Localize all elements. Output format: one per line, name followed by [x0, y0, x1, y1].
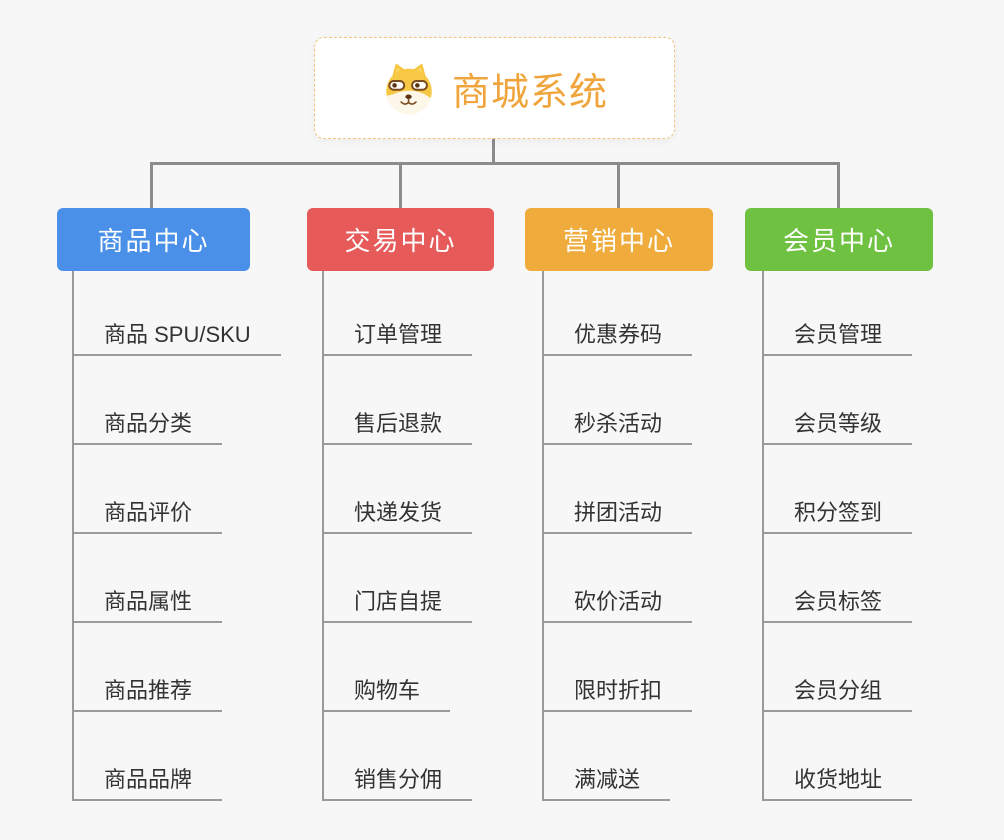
connector-drop-trade	[399, 162, 402, 208]
leaf-node[interactable]: 门店自提	[322, 581, 473, 623]
connector-trunk-member	[762, 271, 764, 801]
branch-label: 商品中心	[97, 226, 210, 256]
leaf-node[interactable]: 快递发货	[322, 492, 473, 534]
leaf-node[interactable]: 会员管理	[762, 314, 913, 356]
root-node[interactable]: 商城系统	[314, 37, 675, 139]
branch-node-trade-center[interactable]: 交易中心	[307, 208, 494, 271]
leaf-node[interactable]: 收货地址	[762, 759, 913, 801]
leaf-node[interactable]: 商品推荐	[72, 670, 223, 712]
connector-bus	[150, 162, 840, 165]
leaf-node[interactable]: 商品评价	[72, 492, 223, 534]
leaf-node[interactable]: 秒杀活动	[542, 403, 693, 445]
leaf-node[interactable]: 售后退款	[322, 403, 473, 445]
branch-label: 营销中心	[562, 226, 675, 256]
connector-drop-marketing	[617, 162, 620, 208]
branch-node-marketing-center[interactable]: 营销中心	[525, 208, 713, 271]
leaf-node[interactable]: 会员标签	[762, 581, 913, 623]
leaf-node[interactable]: 销售分佣	[322, 759, 473, 801]
dog-icon	[386, 63, 432, 115]
branch-node-member-center[interactable]: 会员中心	[745, 208, 933, 271]
branch-label: 会员中心	[782, 226, 895, 256]
connector-drop-member	[837, 162, 840, 208]
connector-trunk-marketing	[542, 271, 544, 801]
leaf-node[interactable]: 商品属性	[72, 581, 223, 623]
leaf-node[interactable]: 积分签到	[762, 492, 913, 534]
leaf-node[interactable]: 商品品牌	[72, 759, 223, 801]
leaf-node[interactable]: 购物车	[322, 670, 451, 712]
leaf-node[interactable]: 会员等级	[762, 403, 913, 445]
leaf-node[interactable]: 限时折扣	[542, 670, 693, 712]
branch-node-product-center[interactable]: 商品中心	[57, 208, 250, 271]
leaf-node[interactable]: 砍价活动	[542, 581, 693, 623]
leaf-node[interactable]: 拼团活动	[542, 492, 693, 534]
leaf-node[interactable]: 订单管理	[322, 314, 473, 356]
leaf-node[interactable]: 优惠券码	[542, 314, 693, 356]
connector-root-stem	[492, 137, 495, 164]
leaf-node[interactable]: 会员分组	[762, 670, 913, 712]
leaf-node[interactable]: 商品 SPU/SKU	[72, 314, 281, 356]
leaf-node[interactable]: 商品分类	[72, 403, 223, 445]
connector-trunk-product	[72, 271, 74, 801]
connector-drop-product	[150, 162, 153, 208]
root-title: 商城系统	[451, 71, 608, 114]
branch-label: 交易中心	[344, 226, 457, 256]
connector-trunk-trade	[322, 271, 324, 801]
leaf-node[interactable]: 满减送	[542, 759, 671, 801]
